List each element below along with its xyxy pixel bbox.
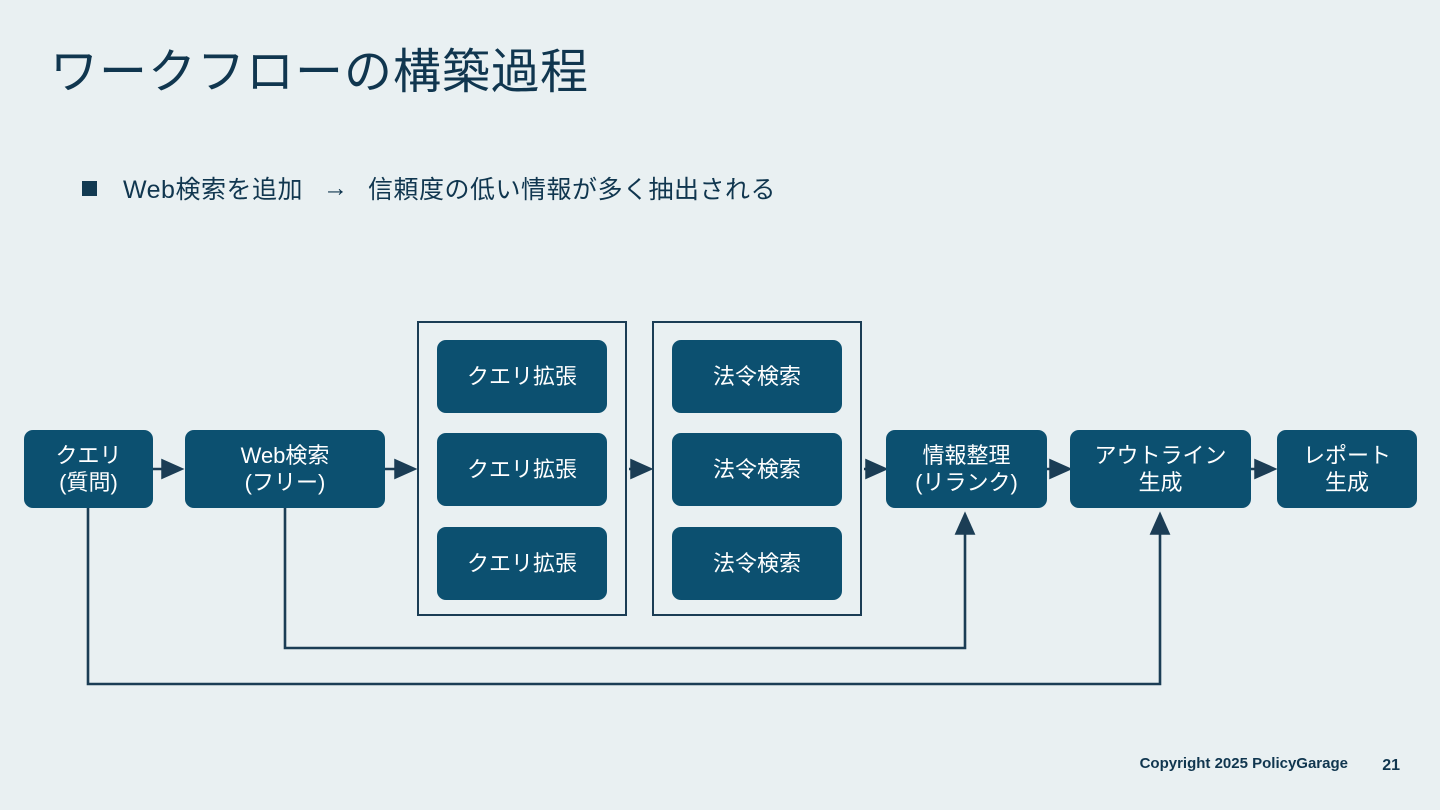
node-query-expansion-3[interactable]: クエリ拡張 (437, 527, 607, 600)
node-report-generation-line2: 生成 (1324, 470, 1369, 495)
footer-page-number: 21 (1382, 757, 1400, 774)
node-query-expansion-2[interactable]: クエリ拡張 (437, 433, 607, 506)
node-rerank-line1: 情報整理 (922, 442, 1011, 468)
node-outline-generation-line2: 生成 (1138, 470, 1183, 495)
node-law-search-2[interactable]: 法令検索 (672, 433, 842, 506)
node-rerank-line2: (リランク) (915, 470, 1018, 495)
node-query[interactable]: クエリ (質問) (24, 430, 153, 508)
node-query-line1: クエリ (55, 442, 122, 468)
group-law-search (652, 321, 862, 616)
node-outline-generation-line1: アウトライン (1094, 442, 1227, 468)
node-law-search-1[interactable]: 法令検索 (672, 340, 842, 413)
node-report-generation-line1: レポート (1302, 442, 1391, 468)
node-report-generation[interactable]: レポート 生成 (1277, 430, 1417, 508)
node-law-search-3-label: 法令検索 (712, 550, 801, 576)
bullet-text-after: 信頼度の低い情報が多く抽出される (367, 176, 776, 204)
square-bullet-icon (82, 180, 97, 196)
node-web-search[interactable]: Web検索 (フリー) (185, 430, 385, 508)
page-title: ワークフローの構築過程 (50, 46, 590, 99)
node-law-search-3[interactable]: 法令検索 (672, 527, 842, 600)
node-query-expansion-2-label: クエリ拡張 (466, 456, 577, 482)
right-arrow-icon: → (322, 173, 348, 202)
node-web-search-line2: (フリー) (244, 470, 326, 495)
node-query-expansion-1[interactable]: クエリ拡張 (437, 340, 607, 413)
bullet-text-before: Web検索を追加 (123, 176, 303, 204)
bullet-line: Web検索を追加 → 信頼度の低い情報が多く抽出される (82, 170, 776, 206)
node-outline-generation[interactable]: アウトライン 生成 (1070, 430, 1251, 508)
node-web-search-line1: Web検索 (240, 442, 330, 468)
node-query-line2: (質問) (59, 470, 118, 495)
node-rerank[interactable]: 情報整理 (リランク) (886, 430, 1047, 508)
node-law-search-2-label: 法令検索 (712, 456, 801, 482)
group-query-expansion (417, 321, 627, 616)
node-law-search-1-label: 法令検索 (712, 363, 801, 389)
node-query-expansion-3-label: クエリ拡張 (466, 550, 577, 576)
footer-copyright: Copyright 2025 PolicyGarage (1139, 755, 1348, 772)
node-query-expansion-1-label: クエリ拡張 (466, 363, 577, 389)
